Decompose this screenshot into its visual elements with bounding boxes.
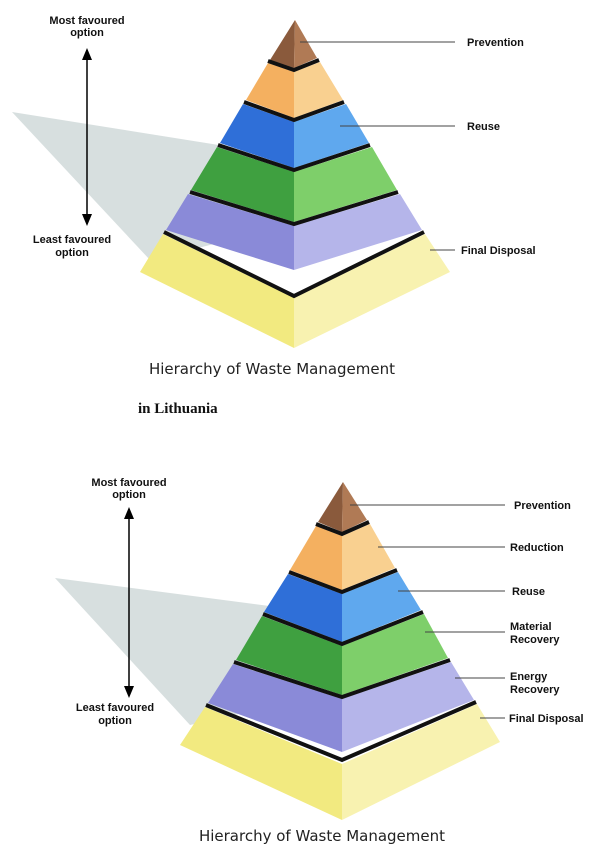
tier-reuse-right bbox=[294, 104, 369, 168]
label-reduction-2: Reduction bbox=[510, 542, 564, 554]
label-final-disposal: Final Disposal bbox=[461, 245, 536, 257]
tier-material-right-2 bbox=[342, 614, 448, 695]
diagram-2: Most favoured option Least favoured opti… bbox=[55, 477, 584, 845]
tier-energy-left bbox=[166, 194, 294, 270]
least-favoured-label-line1-2: Least favoured bbox=[76, 702, 154, 714]
diagram-1: Most favoured option Least favoured opti… bbox=[12, 15, 536, 417]
label-material-line2: Recovery bbox=[510, 634, 560, 646]
pyramid-left-faces bbox=[140, 20, 295, 348]
subcaption-lithuania: in Lithuania bbox=[138, 401, 218, 417]
leader-lines-2 bbox=[350, 504, 505, 719]
tier-separators bbox=[163, 58, 425, 299]
favour-axis-arrow bbox=[82, 48, 92, 226]
tier-separators-2 bbox=[205, 520, 477, 763]
tier-reuse-left-2 bbox=[264, 574, 342, 642]
label-prevention-2: Prevention bbox=[514, 500, 571, 512]
tier-reduction-left bbox=[246, 63, 294, 118]
tier-material-right bbox=[294, 147, 397, 222]
pyramid-right-faces bbox=[294, 20, 450, 348]
tier-material-left-2 bbox=[236, 616, 342, 695]
label-prevention: Prevention bbox=[467, 37, 524, 49]
tier-reduction-right-2 bbox=[342, 524, 395, 590]
least-favoured-label-line1: Least favoured bbox=[33, 234, 111, 246]
label-final-disposal-2: Final Disposal bbox=[509, 713, 584, 725]
tier-prevention-right bbox=[294, 20, 317, 68]
leader-lines-1 bbox=[300, 41, 455, 251]
label-material-line1: Material bbox=[510, 621, 552, 633]
caption-1: Hierarchy of Waste Management bbox=[149, 360, 395, 378]
tier-prevention-left bbox=[270, 20, 295, 68]
tier-disposal-left bbox=[140, 234, 294, 348]
tier-energy-right bbox=[294, 194, 422, 270]
tier-disposal-right-2 bbox=[342, 704, 500, 820]
tier-reduction-left-2 bbox=[290, 526, 342, 590]
tier-reuse-left bbox=[220, 104, 294, 168]
most-favoured-label-line1-2: Most favoured bbox=[91, 477, 166, 489]
favour-axis-arrow-2 bbox=[124, 507, 134, 698]
label-energy-line2: Recovery bbox=[510, 684, 560, 696]
tier-material-left bbox=[191, 147, 294, 222]
least-favoured-label-line2: option bbox=[55, 247, 89, 259]
tier-disposal-right bbox=[294, 234, 450, 348]
tier-reuse-right-2 bbox=[342, 572, 421, 642]
most-favoured-label-line1: Most favoured bbox=[49, 15, 124, 27]
tier-disposal-left-2 bbox=[180, 707, 342, 820]
tier-energy-right-2 bbox=[342, 662, 474, 752]
tier-energy-left-2 bbox=[208, 664, 342, 752]
label-energy-line1: Energy bbox=[510, 671, 548, 683]
tier-reduction-right bbox=[294, 62, 343, 118]
most-favoured-label-line2: option bbox=[70, 27, 104, 39]
tier-prevention-left-2 bbox=[318, 482, 343, 532]
least-favoured-label-line2-2: option bbox=[98, 715, 132, 727]
label-reuse-2: Reuse bbox=[512, 586, 545, 598]
label-reuse: Reuse bbox=[467, 121, 500, 133]
caption-2: Hierarchy of Waste Management bbox=[199, 827, 445, 845]
pyramid-right-faces-2 bbox=[342, 482, 500, 820]
tier-prevention-right-2 bbox=[342, 482, 367, 532]
pyramid-left-faces-2 bbox=[180, 482, 343, 820]
most-favoured-label-line2-2: option bbox=[112, 489, 146, 501]
